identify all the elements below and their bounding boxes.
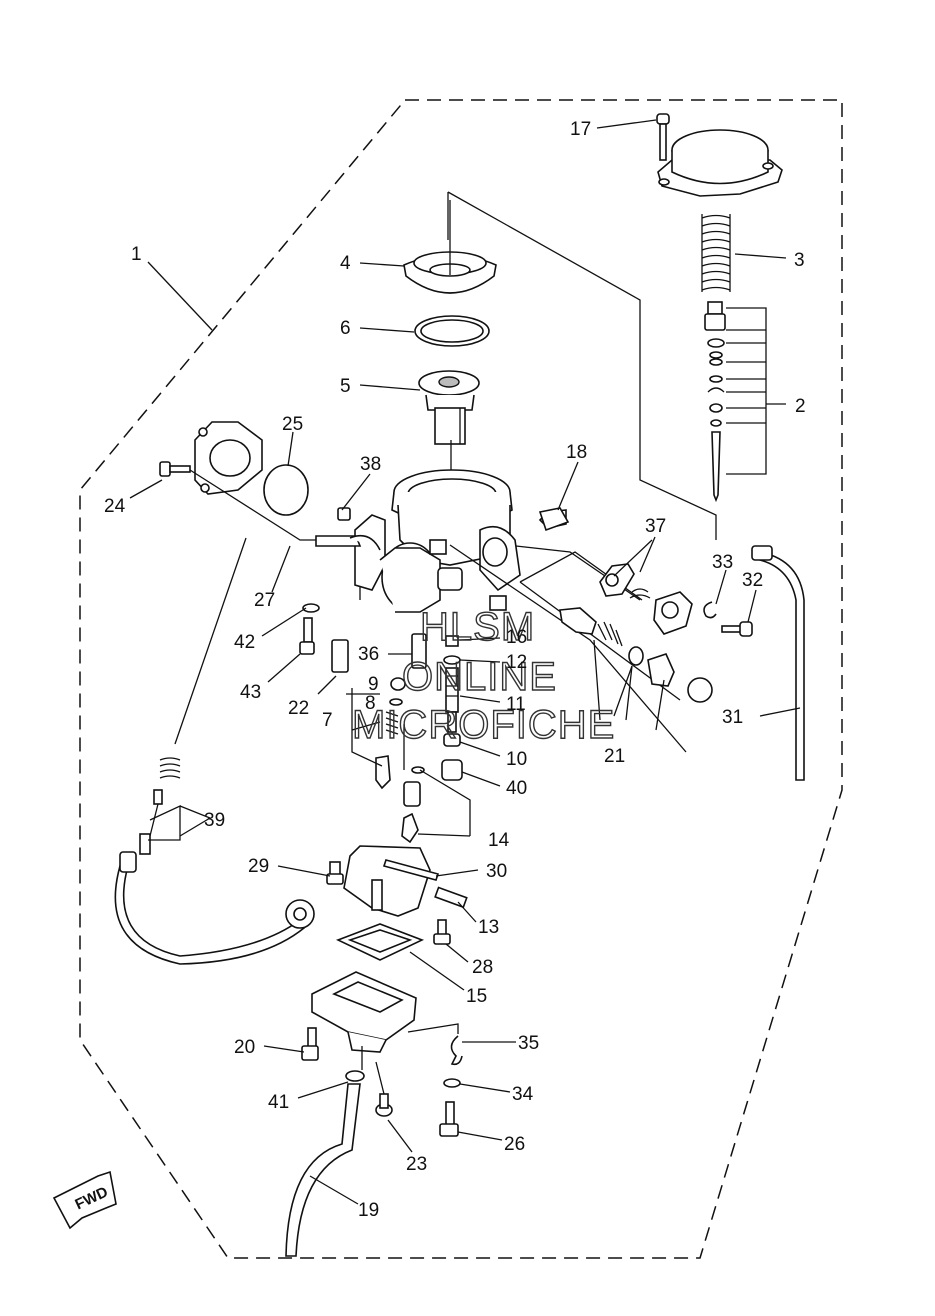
callout-1: 1: [131, 244, 142, 265]
callout-36: 36: [358, 644, 379, 665]
callout-14: 14: [488, 830, 510, 851]
callout-28: 28: [472, 957, 493, 978]
watermark: HLSM ONLINE MICROFICHE: [351, 604, 615, 747]
screw-26: [439, 1101, 459, 1137]
intake-gasket: [194, 421, 263, 495]
callout-11: 11: [506, 694, 526, 715]
callout-16: 16: [506, 627, 527, 648]
callout-9: 9: [368, 674, 379, 695]
callout-2: 2: [795, 396, 806, 417]
forward-arrow-icon: FWD: [52, 1170, 117, 1230]
callout-43: 43: [240, 682, 261, 703]
intake-o-ring: [263, 464, 309, 516]
callout-26: 26: [504, 1134, 525, 1155]
callout-39: 39: [204, 810, 225, 831]
callout-35: 35: [518, 1033, 539, 1054]
drain-screw-23: [375, 1093, 393, 1117]
throttle-cable: [114, 757, 315, 965]
callout-33: 33: [712, 552, 733, 573]
fitting-18: [538, 507, 570, 532]
callout-8: 8: [365, 693, 376, 714]
spring: [701, 214, 731, 292]
callout-40: 40: [506, 778, 527, 799]
starter-plunger-7: [375, 711, 399, 790]
screw-24: [159, 461, 191, 477]
callout-23: 23: [406, 1154, 427, 1175]
screw-32: [721, 621, 753, 637]
callout-32: 32: [742, 570, 763, 591]
watermark-line-3: MICROFICHE: [352, 703, 615, 747]
jet-needle-set: [704, 301, 726, 503]
callout-20: 20: [234, 1037, 255, 1058]
needle-valve-14: [401, 766, 425, 844]
callout-24: 24: [104, 496, 126, 517]
carb-top-cap: [657, 129, 783, 197]
callout-3: 3: [794, 250, 805, 271]
carburetor-body: [315, 469, 521, 613]
callout-10: 10: [506, 749, 527, 770]
callout-18: 18: [566, 442, 587, 463]
drain-hose-19: [285, 1083, 361, 1257]
leader-lines: [129, 119, 801, 1205]
bushing-22: [331, 639, 349, 673]
callout-29: 29: [248, 856, 269, 877]
jet-36: [411, 633, 427, 669]
callout-labels: 1 2 3 4 5 6 7 8 9 10 11 12 13 14 15 16 1…: [104, 119, 806, 1221]
washer-8: [389, 698, 403, 706]
callout-19: 19: [358, 1200, 379, 1221]
watermark-line-1: HLSM: [420, 605, 535, 649]
callout-7: 7: [322, 710, 333, 731]
screw-28: [433, 919, 451, 945]
clip-33: [703, 601, 717, 619]
clamp-41: [345, 1070, 365, 1082]
callout-17: 17: [570, 119, 591, 140]
pilot-screw-assembly: [559, 607, 713, 703]
cap-screw: [656, 113, 670, 161]
callout-30: 30: [486, 861, 507, 882]
callout-13: 13: [478, 917, 499, 938]
assembly-boundary: [79, 99, 843, 1259]
clip-35: [450, 1035, 463, 1066]
callout-5: 5: [340, 376, 351, 397]
screw-20: [301, 1027, 319, 1061]
callout-21: 21: [604, 746, 625, 767]
callout-22: 22: [288, 698, 309, 719]
screw-43: [299, 617, 315, 655]
callout-6: 6: [340, 318, 351, 339]
callout-38: 38: [360, 454, 381, 475]
washer-34: [443, 1078, 461, 1088]
throttle-piston: [418, 370, 480, 445]
callout-41: 41: [268, 1092, 289, 1113]
screw-29: [326, 861, 344, 885]
callout-42: 42: [234, 632, 255, 653]
washer-42: [302, 603, 320, 613]
callout-31: 31: [722, 707, 743, 728]
callout-4: 4: [340, 253, 351, 274]
callout-34: 34: [512, 1084, 534, 1105]
float-bowl: [311, 971, 417, 1053]
callout-37: 37: [645, 516, 666, 537]
main-jet-stack: [443, 635, 461, 747]
o-ring-9: [390, 677, 406, 691]
callout-15: 15: [466, 986, 487, 1007]
watermark-line-2: ONLINE: [402, 655, 557, 699]
callout-25: 25: [282, 414, 303, 435]
vent-hose: [751, 545, 805, 781]
accelerator-pump-cover: [599, 563, 693, 635]
float-pin-13: [434, 886, 468, 909]
callout-27: 27: [254, 590, 275, 611]
float-assembly-30: [343, 845, 440, 917]
callout-12: 12: [506, 652, 527, 673]
spacer-40: [441, 759, 463, 781]
